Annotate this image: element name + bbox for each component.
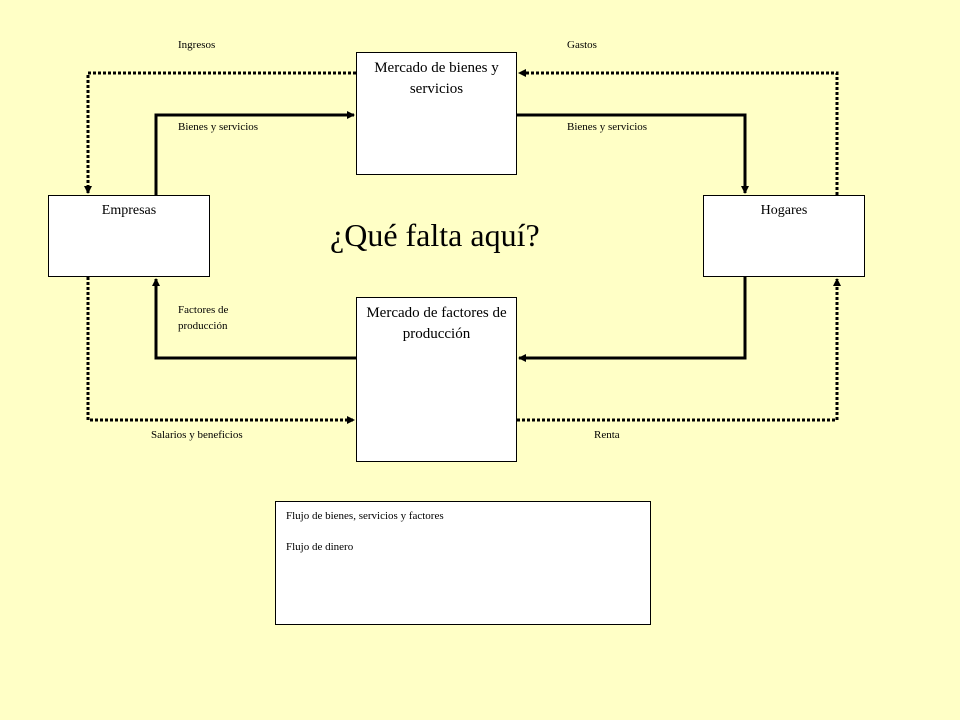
market-goods-label: Mercado de bienes y servicios	[374, 60, 499, 97]
money-flow-gastos	[518, 69, 839, 195]
factors-flow-market-to-firms	[152, 278, 356, 360]
gastos-label: Gastos	[567, 39, 597, 51]
money-flow-ingresos	[84, 71, 356, 194]
households-label: Hogares	[760, 203, 808, 218]
goods-flow-market-to-households	[517, 113, 749, 194]
households-box: Hogares	[703, 195, 865, 277]
salarios-label: Salarios y beneficios	[151, 429, 243, 441]
market-factors-label: Mercado de factores de producción	[366, 305, 507, 342]
money-flow-salarios	[86, 277, 355, 424]
firms-box: Empresas	[48, 195, 210, 277]
question-text: ¿Qué falta aquí?	[330, 217, 540, 253]
factors-flow-households-to-market	[518, 277, 747, 362]
legend-box: Flujo de bienes, servicios y factores Fl…	[275, 501, 651, 625]
market-goods-box: Mercado de bienes y servicios	[356, 52, 517, 175]
ingresos-label: Ingresos	[178, 39, 216, 51]
factores-label-line2: producción	[178, 320, 228, 332]
legend-goods-flow-label: Flujo de bienes, servicios y factores	[286, 510, 444, 522]
money-flow-renta	[517, 278, 841, 422]
factores-label-line1: Factores de	[178, 304, 229, 316]
goods-flow-firms-to-market	[154, 111, 355, 195]
legend-money-flow-label: Flujo de dinero	[286, 541, 354, 553]
market-factors-box: Mercado de factores de producción	[356, 297, 517, 462]
firms-label: Empresas	[101, 203, 157, 218]
renta-label: Renta	[594, 429, 620, 441]
bienes-left-label: Bienes y servicios	[178, 121, 259, 133]
bienes-right-label: Bienes y servicios	[567, 121, 648, 133]
